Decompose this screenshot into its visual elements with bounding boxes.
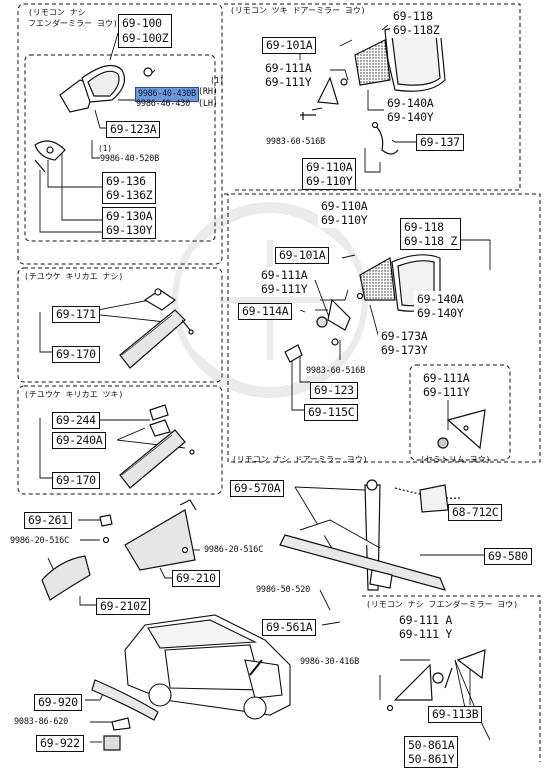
caption-mid-right: (リモコン ナシ ドアーミラー ヨウ) [232,455,368,464]
label-68-712c[interactable]: 68-712C [448,504,503,521]
label-69-114a[interactable]: 69-114A [238,303,293,320]
part-door-mirror-top [300,23,446,155]
leader-lines [39,24,491,743]
label-9986-20-516c-a[interactable]: 9986-20-516C [10,536,70,546]
label-9986-40-520b[interactable]: 9986-40-520B [100,154,160,164]
part-mirror-base-inset [437,409,486,450]
label-69-101a-mid[interactable]: 69-101A [275,247,330,264]
caption-top-right: (リモコン ツキ ドアーミラー ヨウ) [230,6,366,15]
section-frames [17,3,541,762]
label-69-123a[interactable]: 69-123A [106,121,161,138]
label-69-113b[interactable]: 69-113B [428,706,483,723]
label-69-261[interactable]: 69-261 [24,512,72,529]
label-69-570a[interactable]: 69-570A [230,480,285,497]
part-fender-mirror [34,64,153,173]
part-car-wagon [124,614,291,720]
label-9986-30-416b[interactable]: 9986-30-416B [300,657,360,667]
label-69-170-b[interactable]: 69-170 [52,472,100,489]
caption-visor-b: (チユウケ キリカエ ツキ) [24,390,124,399]
label-rh: (RH) [198,87,218,97]
label-9986-20-516c-b[interactable]: 9986-20-516C [204,545,264,555]
label-9083-86-620[interactable]: 9083-86-620 [14,717,69,727]
label-69-137[interactable]: 69-137 [416,134,464,151]
caption-top-left-1: (リモコン ナシ [28,8,86,17]
part-seatbelt [279,479,461,591]
caption-bottom-right: (リモコン ナシ フエンダーミラー ヨウ) [366,600,519,609]
label-qty-1b: (1) [98,144,112,153]
label-69-210z[interactable]: 69-210Z [96,598,151,615]
part-weatherstrip [91,679,159,751]
label-lh: (LH) [198,99,218,109]
label-69-171[interactable]: 69-171 [52,306,100,323]
label-69-210[interactable]: 69-210 [172,570,220,587]
caption-top-left-2: フエンダーミラー ヨウ) [28,19,118,28]
label-9986-40-430b-highlighted[interactable]: 9986-40-430B [135,87,199,102]
label-9986-40-430[interactable]: 9986-40-430 [136,99,191,109]
label-69-240a[interactable]: 69-240A [52,432,107,449]
label-9986-50-520[interactable]: 9986-50-520 [256,585,311,595]
label-69-170-a[interactable]: 69-170 [52,346,100,363]
part-sunvisor-b [119,404,195,489]
label-69-101a-top[interactable]: 69-101A [262,37,317,54]
label-69-115c[interactable]: 69-115C [304,404,359,421]
label-69-922[interactable]: 69-922 [36,735,84,752]
part-sunvisor-a [119,288,194,369]
label-9983-60-516b-mid[interactable]: 9983-60-516B [306,366,366,376]
label-69-123[interactable]: 69-123 [310,382,358,399]
label-69-244[interactable]: 69-244 [52,412,100,429]
caption-visor-a: (チユウケ キリカエ ナシ) [24,272,124,281]
label-qty-1a: (1) [210,76,224,85]
part-sunvisor-large [41,499,197,601]
part-mirror-fender-bottom [386,649,486,712]
label-69-580[interactable]: 69-580 [484,548,532,565]
label-69-561a[interactable]: 69-561A [262,619,317,636]
label-9983-60-516b-top[interactable]: 9983-60-516B [266,137,326,147]
caption-inset: (セミトリム ヨウ) [420,455,491,464]
label-69-920[interactable]: 69-920 [34,694,82,711]
